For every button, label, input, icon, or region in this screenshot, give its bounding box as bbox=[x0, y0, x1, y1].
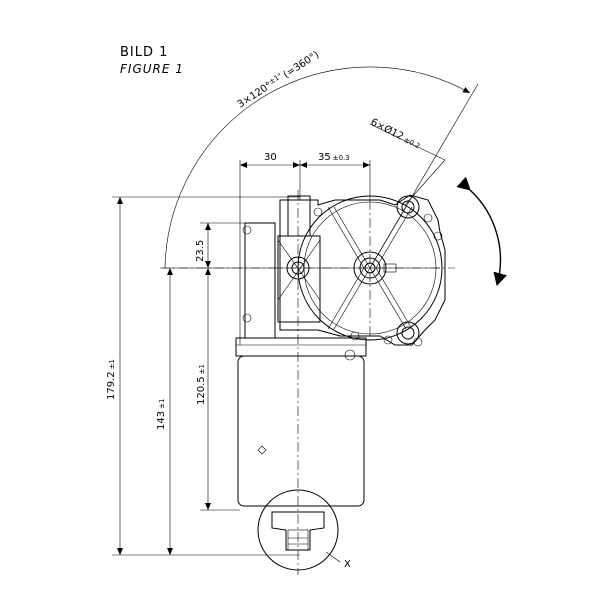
title-german: BILD 1 bbox=[120, 45, 168, 60]
width-right-label: 35±0.3 bbox=[318, 152, 350, 163]
horizontal-dimensions: 30 35±0.3 bbox=[239, 152, 371, 345]
arc-angle-label: 3×120°±1°(=360°) bbox=[235, 49, 321, 111]
title-english: FIGURE 1 bbox=[120, 62, 184, 76]
detail-x: X bbox=[257, 489, 351, 571]
height-motor-label: 120.5±1 bbox=[196, 364, 207, 405]
height-top-label: 23.5 bbox=[195, 240, 206, 262]
gearbox-housing bbox=[279, 194, 446, 347]
hole-pattern-callout: 6×Ø12±0.2 bbox=[369, 116, 446, 206]
motor-body bbox=[235, 337, 367, 507]
height-total-label: 179.2±1 bbox=[106, 359, 117, 400]
width-left-label: 30 bbox=[264, 152, 277, 163]
motor-neck bbox=[242, 195, 321, 339]
hole-pattern-label: 6×Ø12±0.2 bbox=[369, 116, 423, 151]
height-body-label: 143±1 bbox=[156, 399, 167, 430]
detail-label: X bbox=[344, 559, 351, 570]
vertical-dimensions: 179.2±1 143±1 23.5 120.5±1 bbox=[106, 196, 300, 556]
rotation-arrow bbox=[456, 176, 507, 286]
title-block: BILD 1 FIGURE 1 bbox=[120, 45, 184, 76]
